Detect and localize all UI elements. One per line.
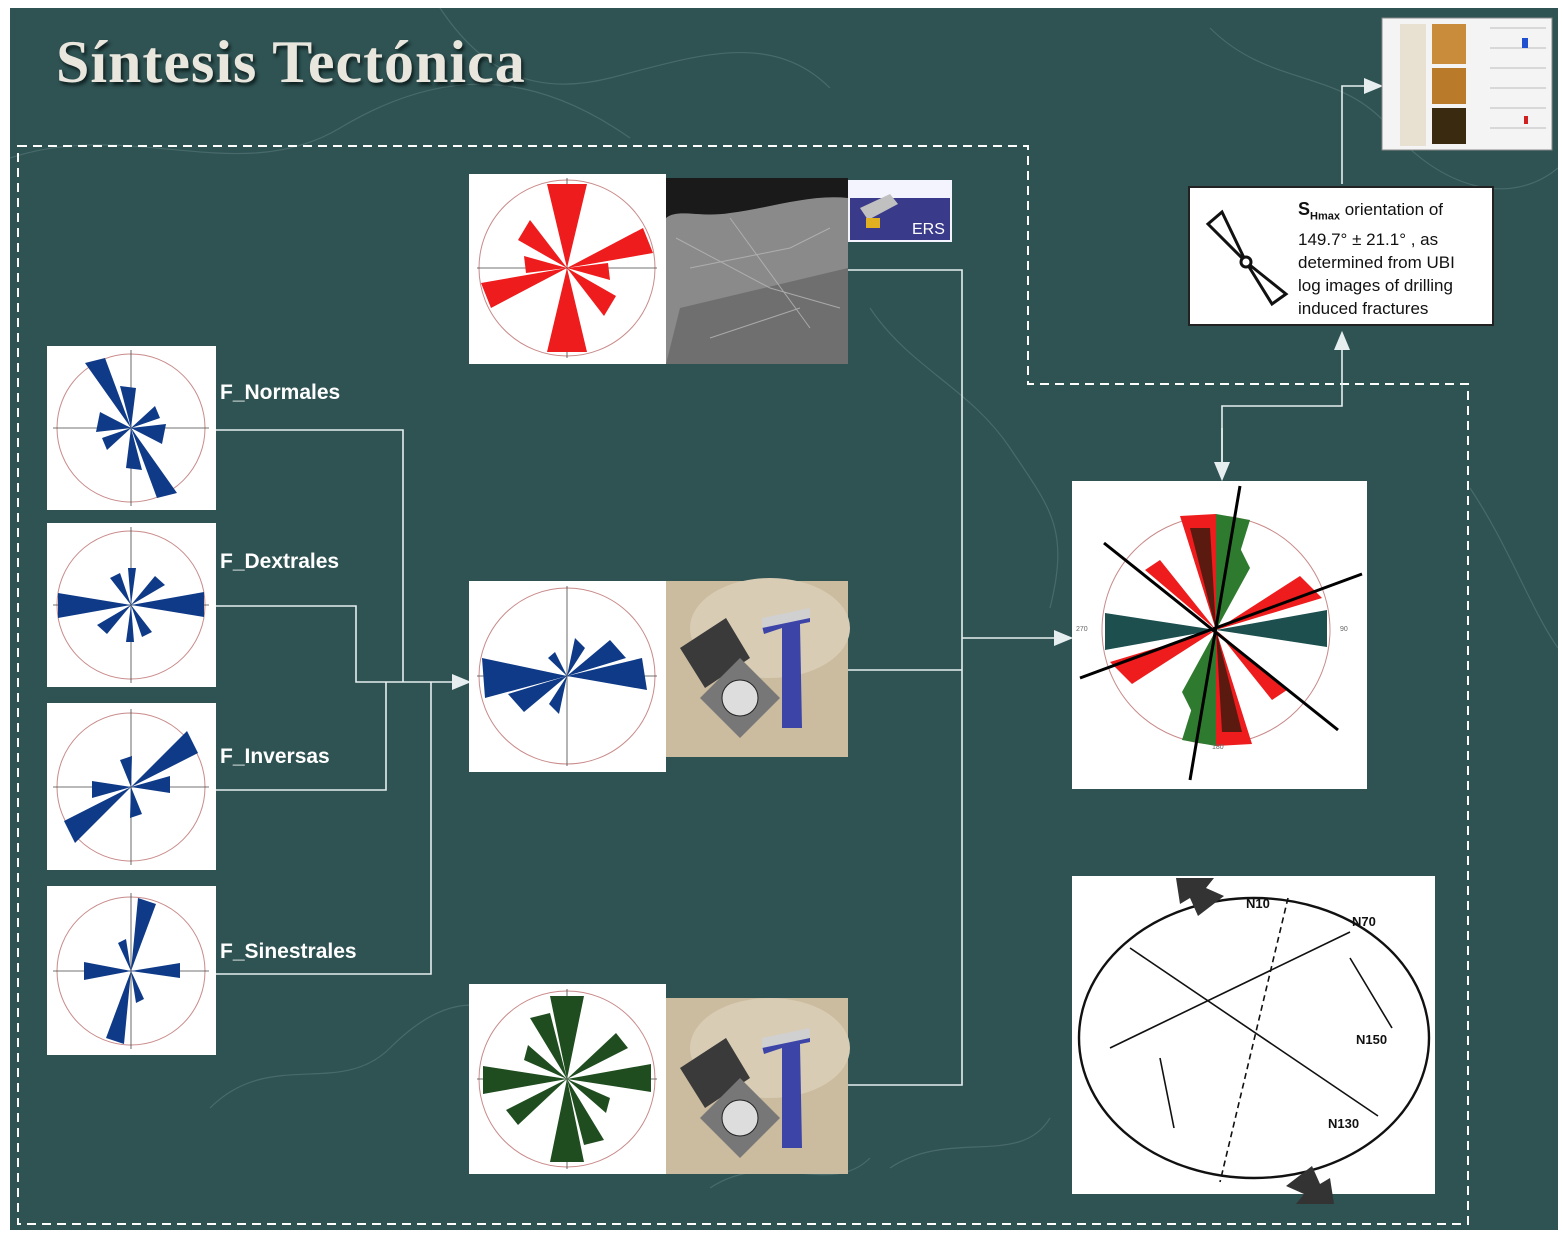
shmax-line1: orientation of	[1339, 200, 1443, 219]
label-f-normales: F_Normales	[220, 381, 341, 404]
shmax-line2: 149.7° ± 21.1° , as	[1298, 230, 1439, 250]
dashed-boundary	[17, 145, 1469, 1225]
slide-title: Síntesis Tectónica	[56, 29, 526, 95]
ers-label: ERS	[912, 221, 945, 238]
shmax-text: SHmax orientation of 149.7° ± 21.1° , as…	[1298, 198, 1492, 320]
connector-dextrales	[216, 605, 472, 690]
rose-normales	[47, 346, 216, 510]
field-photo-compass-1	[666, 578, 850, 757]
connector-inversas	[216, 682, 387, 791]
combined-rose-label-w: 270	[1076, 626, 1088, 633]
shmax-info-box: SHmax orientation of 149.7° ± 21.1° , as…	[1188, 186, 1494, 326]
shmax-line4: log images of drilling	[1298, 276, 1453, 296]
rose-green	[469, 984, 666, 1174]
stereonet-label-n150: N150	[1356, 1032, 1388, 1047]
stereonet-label-n70: N70	[1352, 914, 1376, 929]
stereonet-label-n130: N130	[1328, 1116, 1360, 1131]
combined-rose-label-e: 90	[1340, 626, 1348, 633]
shmax-bowtie-icon	[1205, 209, 1289, 307]
shmax-line3: determined from UBI	[1298, 253, 1455, 273]
label-f-sinestrales: F_Sinestrales	[220, 940, 357, 963]
ubi-log-image	[1381, 17, 1553, 151]
combined-rose-label-s: 180	[1212, 744, 1224, 751]
rose-satellite-red	[469, 174, 666, 364]
combined-rose	[1072, 481, 1367, 789]
label-f-dextrales: F_Dextrales	[220, 550, 340, 573]
connector-shmax-ubi	[1341, 78, 1384, 184]
stereonet-label-n10: N10	[1246, 896, 1270, 911]
stress-arrows	[1176, 878, 1334, 1204]
diagram-connectors	[17, 78, 1469, 1225]
shmax-symbol: S	[1298, 199, 1311, 219]
rose-field-blue	[469, 581, 666, 772]
rose-dextrales	[47, 523, 216, 687]
satellite-image	[666, 178, 848, 364]
shmax-subscript: Hmax	[1310, 210, 1340, 223]
field-photo-compass-2	[666, 998, 850, 1174]
middle-panels	[469, 17, 1553, 1174]
connector-normales	[216, 429, 404, 682]
rose-inversas	[47, 703, 216, 870]
structural-stereonet	[1072, 876, 1435, 1204]
connector-satellite	[848, 269, 963, 1086]
slide: Síntesis Tectónica	[10, 8, 1558, 1230]
fault-rose-panels	[47, 346, 216, 1055]
label-f-inversas: F_Inversas	[220, 745, 330, 768]
ers-logo	[848, 180, 952, 242]
rose-sinestrales	[47, 886, 216, 1055]
shmax-line5: induced fractures	[1298, 299, 1429, 319]
connector-sinestrales	[216, 682, 432, 975]
